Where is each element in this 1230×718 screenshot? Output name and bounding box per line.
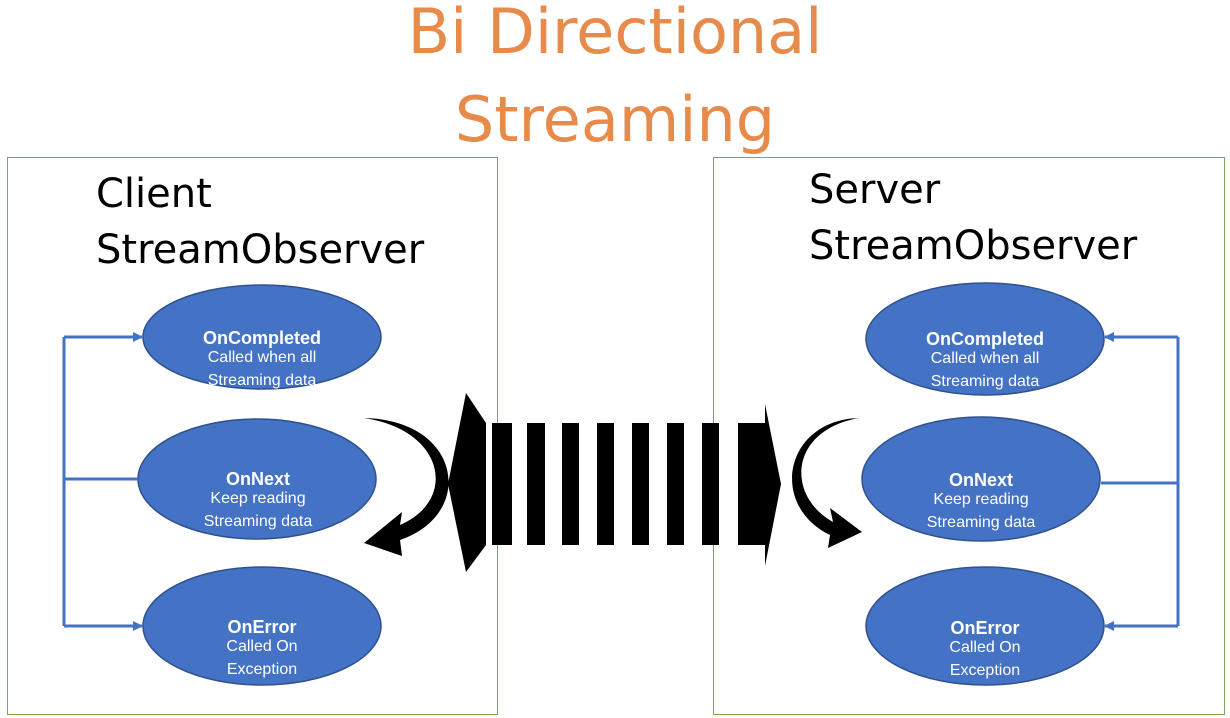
server-oncompleted-name: OnCompleted xyxy=(925,329,1044,349)
client-title-line-2: StreamObserver xyxy=(96,227,425,273)
client-oncompleted-label: OnCompleted Called when all Streaming da… xyxy=(142,326,382,392)
client-loop-arrow-icon xyxy=(364,418,449,556)
server-onnext-desc-2: Streaming data xyxy=(926,514,1036,531)
client-oncompleted-desc-2: Streaming data xyxy=(207,372,317,389)
server-onerror-name: OnError xyxy=(950,618,1020,638)
server-onnext-node xyxy=(861,416,1101,542)
client-panel-title: Client StreamObserver xyxy=(96,166,424,278)
client-onnext-desc-2: Streaming data xyxy=(203,513,313,530)
server-oncompleted-label: OnCompleted Called when all Streaming da… xyxy=(865,327,1105,393)
server-onerror-desc-2: Exception xyxy=(949,662,1021,679)
client-onerror-node xyxy=(142,566,382,686)
client-oncompleted-node xyxy=(142,284,382,390)
client-onnext-desc-1: Keep reading xyxy=(210,490,306,507)
server-onnext-label: OnNext Keep reading Streaming data xyxy=(861,468,1101,534)
client-connectors xyxy=(62,332,143,631)
server-title-line-2: StreamObserver xyxy=(809,223,1138,269)
server-panel-title: Server StreamObserver xyxy=(809,162,1137,274)
server-title-line-1: Server xyxy=(809,167,941,213)
server-onerror-label: OnError Called On Exception xyxy=(865,616,1105,682)
server-onnext-name: OnNext xyxy=(948,470,1013,490)
title-line-1: Bi Directional xyxy=(407,0,823,68)
diagram-title: Bi Directional Streaming xyxy=(0,0,1230,164)
server-oncompleted-desc-1: Called when all xyxy=(930,350,1040,367)
client-title-line-1: Client xyxy=(96,171,212,217)
client-onerror-label: OnError Called On Exception xyxy=(142,615,382,681)
server-connectors xyxy=(1101,332,1180,631)
stream-arrow-icon xyxy=(448,393,781,572)
server-loop-arrow-icon xyxy=(792,418,862,548)
server-onnext-desc-1: Keep reading xyxy=(933,491,1029,508)
client-onnext-label: OnNext Keep reading Streaming data xyxy=(138,467,378,533)
client-onnext-name: OnNext xyxy=(225,469,290,489)
client-onerror-desc-2: Exception xyxy=(226,661,298,678)
title-line-2: Streaming xyxy=(454,83,776,156)
client-onerror-name: OnError xyxy=(227,617,297,637)
client-oncompleted-desc-1: Called when all xyxy=(207,349,317,366)
server-oncompleted-desc-2: Streaming data xyxy=(930,373,1040,390)
server-onerror-desc-1: Called On xyxy=(949,639,1021,656)
client-oncompleted-name: OnCompleted xyxy=(202,328,321,348)
client-onerror-desc-1: Called On xyxy=(226,638,298,655)
